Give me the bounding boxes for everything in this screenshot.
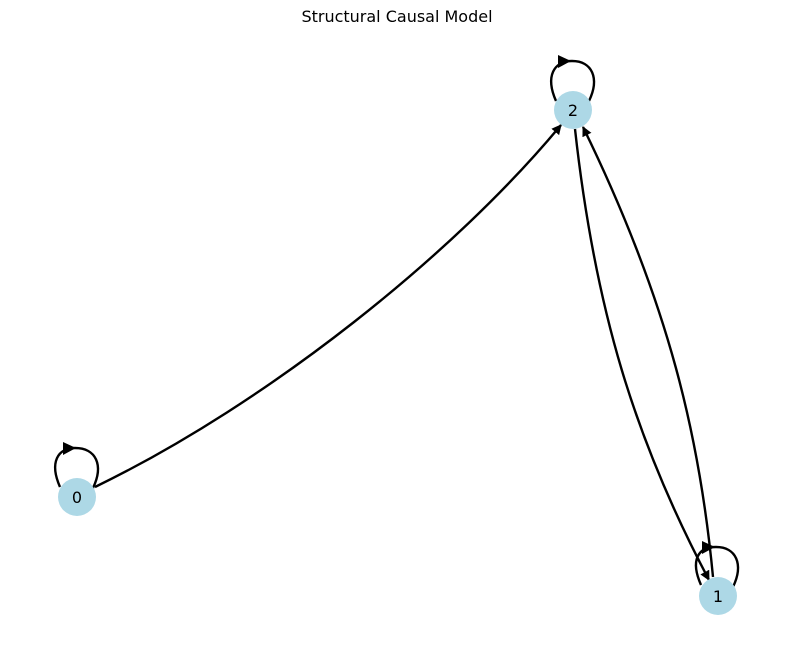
edge-2-to-1 [573,128,711,581]
node-0-circle [58,478,96,516]
self-loop-1 [694,545,740,588]
self-loop-0-arrowhead [63,442,76,455]
loop-arrowheads [63,55,715,554]
diagram-title: Structural Causal Model [301,7,493,26]
edge-0-to-2 [94,124,562,489]
edge-1-to-2 [581,126,715,578]
self-loop-1-arrowhead [702,541,715,554]
node-0: 0 [58,478,96,516]
self-loop-2-arrowhead [558,55,571,68]
node-1-label: 1 [713,587,723,606]
node-2: 2 [554,91,592,129]
edges-group [54,59,740,588]
node-1: 1 [699,577,737,615]
node-2-label: 2 [568,101,578,120]
self-loop-2 [550,59,596,102]
node-0-label: 0 [72,488,82,507]
node-2-circle [554,91,592,129]
node-1-circle [699,577,737,615]
